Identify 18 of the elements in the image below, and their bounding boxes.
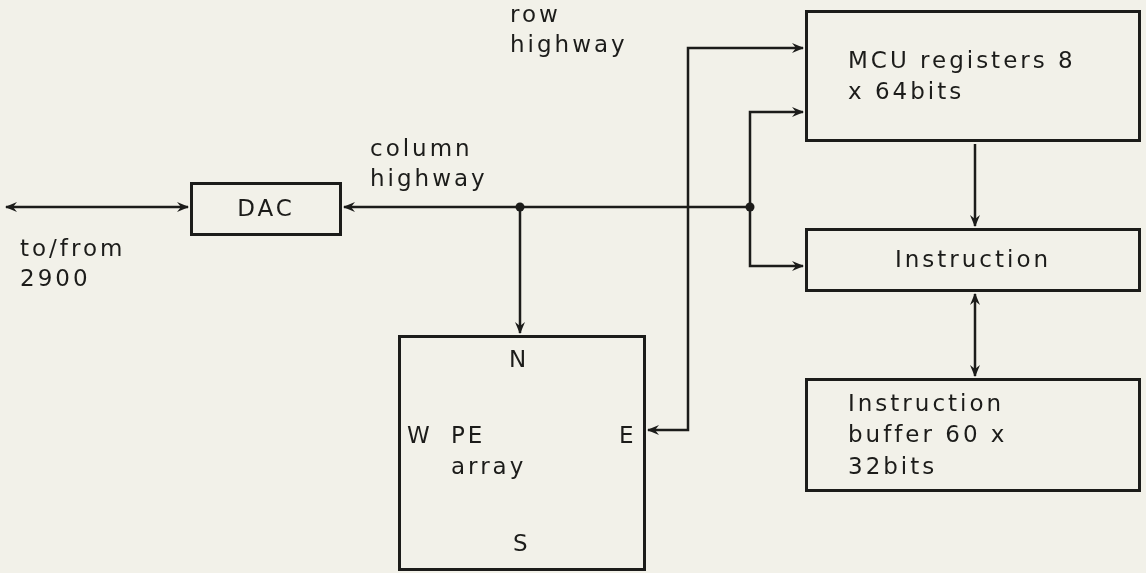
block-label: Instruction <box>894 245 1052 275</box>
block-box <box>805 228 1141 292</box>
block-box <box>190 182 342 236</box>
block-label: DAC <box>237 194 295 224</box>
pe-array-box <box>398 335 646 571</box>
port-label: S <box>513 529 532 558</box>
connector-arrow <box>647 43 804 435</box>
block-box <box>805 10 1141 142</box>
block-box <box>805 378 1141 492</box>
port-label: E <box>619 421 638 450</box>
block-label: MCU registers 8 x 64bits <box>848 45 1077 106</box>
connector-arrow <box>970 293 980 377</box>
connector-arrow <box>970 144 980 227</box>
block-label: PE array <box>451 421 528 482</box>
port-label: W <box>407 421 434 450</box>
connector-arrow <box>5 202 189 212</box>
block-label: Instruction buffer 60 x 32bits <box>848 389 1009 481</box>
port-label: N <box>509 345 531 374</box>
